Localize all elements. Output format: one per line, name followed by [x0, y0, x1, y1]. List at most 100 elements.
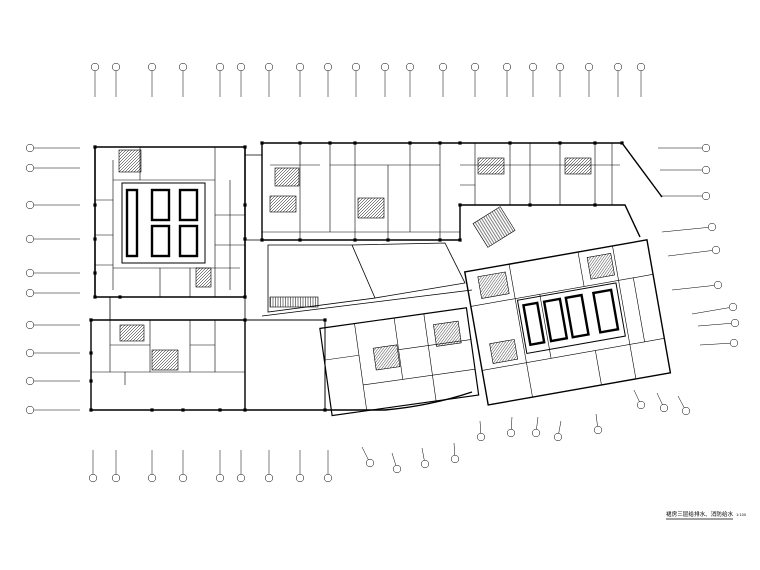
grid-line	[361, 446, 369, 460]
grid-line	[421, 447, 425, 461]
escalator-west	[269, 296, 319, 308]
elevator-shaft-9	[591, 288, 620, 334]
structural-column	[89, 379, 93, 383]
structural-column	[408, 141, 412, 145]
structural-column	[260, 141, 264, 145]
grid-bubble	[236, 62, 246, 72]
grid-bubble	[351, 62, 361, 72]
grid-line	[453, 442, 456, 456]
grid-bubble	[420, 459, 430, 469]
structural-column	[438, 141, 442, 145]
structural-column	[458, 238, 462, 242]
elevator-shaft-8	[564, 293, 590, 339]
elevator-shaft-5	[178, 224, 199, 258]
grid-bubble	[264, 473, 274, 483]
grid-bubble	[264, 62, 274, 72]
elevator-shaft-6	[522, 301, 546, 347]
grid-bubble	[365, 458, 375, 468]
grid-bubble	[392, 464, 402, 474]
grid-bubble	[215, 62, 225, 72]
toilet-block-2	[269, 195, 297, 213]
stair-core-b	[195, 267, 212, 288]
grid-bubble	[729, 338, 739, 348]
grid-line	[633, 389, 640, 402]
structural-column	[328, 141, 332, 145]
grid-axes	[25, 62, 740, 483]
right-tilted-block	[463, 239, 672, 406]
structural-column	[243, 237, 247, 241]
grid-line	[536, 416, 539, 430]
grid-bubble	[659, 403, 669, 413]
grid-bubble	[450, 454, 460, 464]
stair-core-f	[477, 271, 510, 299]
right-core-outline	[516, 282, 626, 355]
grid-bubble	[323, 473, 333, 483]
grid-bubble	[25, 288, 35, 298]
grid-line	[677, 395, 685, 408]
grid-bubble	[90, 62, 100, 72]
lower-angled-partitions	[324, 313, 476, 411]
elevator-shaft-1	[125, 188, 139, 258]
structural-column	[508, 141, 512, 145]
stair-core-e	[433, 320, 462, 347]
grid-bubble	[636, 62, 646, 72]
structural-column	[593, 141, 597, 145]
grid-bubble	[405, 62, 415, 72]
grid-bubble	[25, 320, 35, 330]
grid-line	[661, 227, 709, 233]
structural-column	[528, 203, 532, 207]
grid-bubble	[25, 405, 35, 415]
grid-bubble	[147, 473, 157, 483]
structural-column	[243, 408, 247, 412]
grid-bubble	[584, 62, 594, 72]
structural-column	[150, 408, 154, 412]
elevator-shaft-3	[150, 224, 171, 258]
structural-column	[89, 408, 93, 412]
structural-column	[243, 145, 247, 149]
elevator-shaft-7	[542, 297, 569, 343]
grid-line	[671, 285, 715, 291]
corridor-edge	[261, 289, 473, 317]
grid-line	[656, 392, 663, 405]
grid-bubble	[147, 62, 157, 72]
grid-line	[697, 323, 732, 327]
grid-bubble	[701, 165, 711, 175]
structural-column	[218, 408, 222, 412]
drawing-title: 裙房三层给排水、消防给水	[666, 510, 734, 518]
grid-bubble	[470, 62, 480, 72]
structural-column	[458, 203, 462, 207]
grid-bubble	[711, 245, 721, 255]
structural-column	[93, 295, 97, 299]
structural-column	[93, 145, 97, 149]
grid-line	[691, 307, 730, 315]
grid-bubble	[88, 473, 98, 483]
structural-column	[620, 141, 624, 145]
elevator-shaft-4	[178, 188, 199, 222]
grid-bubble	[701, 143, 711, 153]
structural-column	[118, 295, 122, 299]
grid-bubble	[380, 62, 390, 72]
upper-strip-partitions	[262, 143, 620, 240]
right-tilted-partitions	[470, 245, 665, 398]
elevator-shaft-2	[150, 188, 171, 222]
structural-columns	[89, 141, 624, 412]
structural-column	[243, 318, 247, 322]
structural-column	[89, 318, 93, 322]
drawing-scale: 1:100	[736, 513, 746, 517]
grid-bubble	[506, 428, 516, 438]
grid-bubble	[553, 432, 563, 442]
toilet-block-5	[564, 157, 592, 175]
structural-column	[181, 408, 185, 412]
lower-angled-block	[319, 307, 480, 417]
grid-bubble	[701, 191, 711, 201]
grid-bubble	[438, 62, 448, 72]
structural-column	[93, 271, 97, 275]
grid-bubble	[730, 318, 740, 328]
grid-bubble	[528, 62, 538, 72]
grid-bubble	[25, 163, 35, 173]
grid-line	[595, 413, 598, 427]
atrium	[261, 206, 516, 317]
lower-angled-outer-wall	[319, 307, 480, 417]
